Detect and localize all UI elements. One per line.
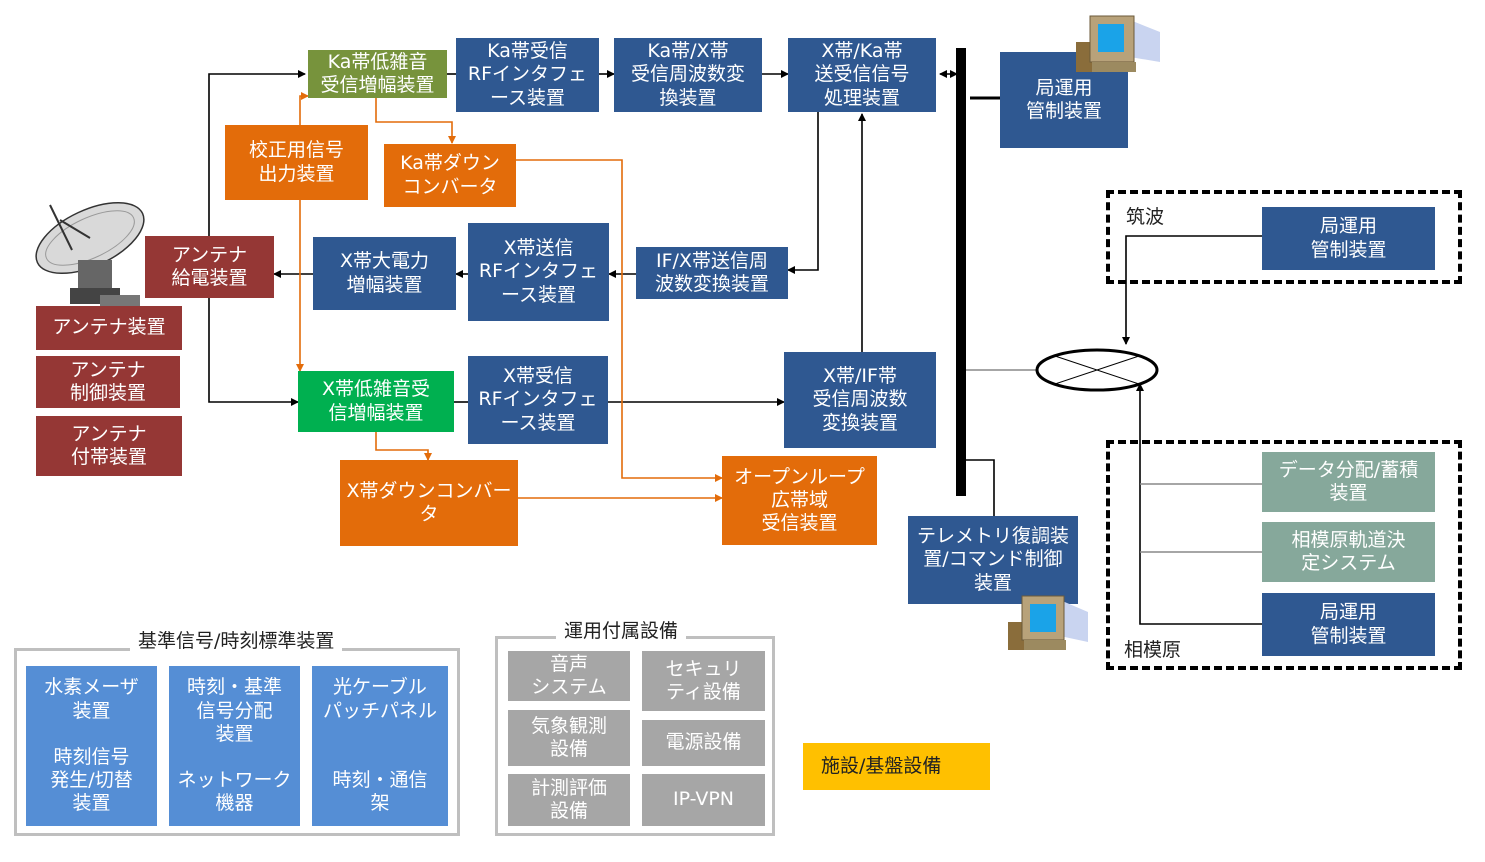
ka-band-rx-rf-interface: Ka帯受信 RFインタフェ ース装置	[456, 38, 599, 112]
open-loop-wideband-receiver: オープンループ 広帯域 受信装置	[722, 456, 877, 545]
x-if-rx-freq-converter: X帯/IF帯 受信周波数 変換装置	[784, 352, 936, 448]
reference-signal-group-title: 基準信号/時刻標準装置	[130, 626, 343, 653]
antenna-auxiliary: アンテナ 付帯装置	[36, 416, 182, 476]
sagamihara-label: 相模原	[1124, 639, 1182, 661]
orbit-determination-system: 相模原軌道決 定システム	[1262, 522, 1435, 582]
reference-col-1: 水素メーザ 装置 時刻信号 発生/切替 装置	[26, 666, 157, 826]
antenna-control: アンテナ 制御装置	[36, 356, 180, 408]
ka-x-rx-freq-converter: Ka帯/X帯 受信周波数変 換装置	[614, 38, 762, 112]
x-ka-signal-processor: X帯/Ka帯 送受信信号 処理装置	[788, 38, 936, 112]
parabolic-antenna-icon	[20, 200, 150, 310]
reference-col-3: 光ケーブル パッチパネル 時刻・通信 架	[312, 666, 448, 826]
auxiliary-equipment-group-title: 運用付属設備	[556, 616, 687, 643]
ka-band-lna: Ka帯低雑音 受信増幅装置	[308, 50, 447, 98]
tsukuba-station-control: 局運用 管制装置	[1262, 207, 1435, 270]
voice-system: 音声 システム	[508, 651, 630, 701]
tsukuba-label: 筑波	[1126, 206, 1165, 228]
x-band-tx-rf-interface: X帯送信 RFインタフェ ース装置	[468, 223, 609, 321]
sagamihara-site	[1106, 440, 1462, 670]
weather-observation: 気象観測 設備	[508, 710, 630, 766]
x-band-lna: X帯低雑音受 信増幅装置	[298, 371, 454, 432]
ip-vpn: IP-VPN	[642, 774, 765, 826]
sagamihara-station-control: 局運用 管制装置	[1262, 593, 1435, 656]
x-band-downconverter: X帯ダウンコンバー タ	[340, 460, 518, 546]
calibration-signal-output: 校正用信号 出力装置	[225, 125, 368, 200]
data-distribution-storage: データ分配/蓄積 装置	[1262, 452, 1435, 512]
station-control-main: 局運用 管制装置	[1000, 52, 1128, 148]
antenna-feed: アンテナ 給電装置	[145, 236, 274, 298]
computer-terminal-icon	[1070, 12, 1162, 74]
security-equipment: セキュリ ティ設備	[642, 651, 765, 711]
measurement-evaluation: 計測評価 設備	[508, 774, 630, 826]
x-band-rx-rf-interface: X帯受信 RFインタフェ ース装置	[468, 356, 608, 444]
antenna-unit: アンテナ装置	[36, 306, 182, 350]
power-equipment: 電源設備	[642, 720, 765, 766]
if-x-tx-freq-converter: IF/X帯送信周 波数変換装置	[636, 247, 788, 299]
computer-terminal-icon	[1004, 594, 1090, 652]
telemetry-command-unit: テレメトリ復調装 置/コマンド制御 装置	[908, 516, 1078, 604]
ka-band-downconverter: Ka帯ダウン コンバータ	[384, 144, 516, 207]
tsukuba-site	[1106, 190, 1462, 284]
facility-infrastructure: 施設/基盤設備	[803, 743, 990, 790]
x-band-hpa: X帯大電力 増幅装置	[313, 237, 456, 310]
reference-col-2: 時刻・基準 信号分配 装置 ネットワーク 機器	[169, 666, 300, 826]
